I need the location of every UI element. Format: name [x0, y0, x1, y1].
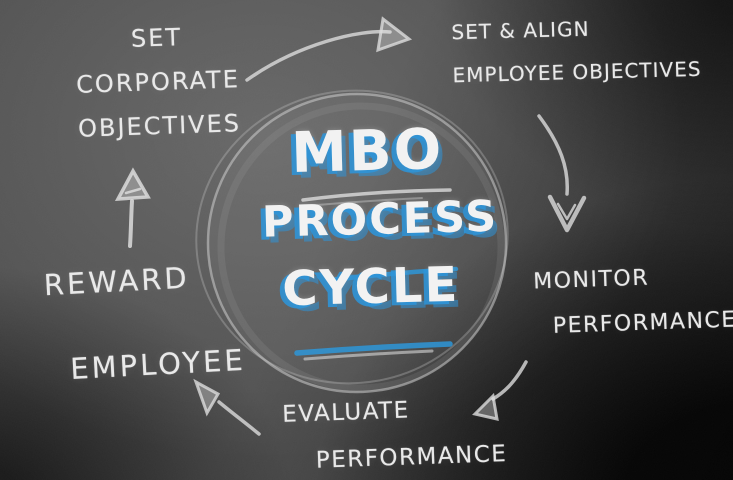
mbo-underline [301, 188, 452, 202]
step-label-line: MONITOR [532, 265, 650, 295]
step-label-line: EMPLOYEE OBJECTIVES [452, 56, 702, 88]
arrow-head [193, 378, 221, 417]
step-set-align-employee-objectives: SET & ALIGN EMPLOYEE OBJECTIVES [451, 5, 702, 97]
arrow-line [245, 29, 392, 82]
cycle-underline [294, 341, 453, 356]
step-label-line: EMPLOYEE [69, 342, 247, 386]
step-reward-employee: REWARD EMPLOYEE [42, 233, 248, 413]
step-monitor-performance: MONITOR PERFORMANCE [532, 253, 733, 350]
arrow-head [376, 16, 413, 53]
title-line-cycle: CYCLE [281, 256, 460, 318]
process-underline [327, 266, 459, 283]
arrow-monitor-to-evaluate [472, 360, 528, 421]
arrow-reward-to-corporate [114, 167, 151, 248]
arrow-line [128, 199, 134, 248]
title-underlines [294, 188, 459, 361]
cycle-underline-2 [303, 349, 434, 361]
step-label-line: CORPORATE [75, 65, 241, 99]
arrow-head-inner [124, 187, 142, 195]
arrow-employee-to-monitor [537, 114, 587, 233]
diagram-title: MBO PROCESS CYCLE [259, 113, 499, 325]
arrow-head-inner [556, 202, 577, 221]
arrow-head [472, 392, 499, 421]
step-label-line: REWARD [42, 260, 191, 303]
step-label-line: SET & ALIGN [451, 16, 590, 45]
arrow-head [114, 167, 151, 201]
step-set-corporate-objectives: SET CORPORATE OBJECTIVES [56, 13, 260, 152]
step-label-line: EVALUATE [281, 397, 411, 428]
step-label-line: OBJECTIVES [77, 109, 242, 143]
cycle-circle-smudge [217, 102, 505, 392]
arrow-line [537, 114, 570, 196]
step-evaluate-performance: EVALUATE PERFORMANCE [281, 384, 508, 480]
arrow-corporate-to-employee [245, 16, 413, 82]
arrow-head [547, 194, 587, 233]
title-line-mbo: MBO [290, 117, 445, 187]
mbo-underline-2 [305, 197, 423, 207]
arrow-line [491, 360, 528, 401]
step-label-line: PERFORMANCE [315, 441, 508, 474]
cycle-circle-outer [195, 89, 509, 385]
arrow-line [217, 400, 261, 436]
cycle-circle [206, 92, 508, 394]
title-line-process: PROCESS [261, 191, 499, 248]
step-label-line: PERFORMANCE [552, 307, 733, 339]
arrow-evaluate-to-reward [193, 378, 261, 436]
step-label-line: SET [130, 23, 183, 53]
